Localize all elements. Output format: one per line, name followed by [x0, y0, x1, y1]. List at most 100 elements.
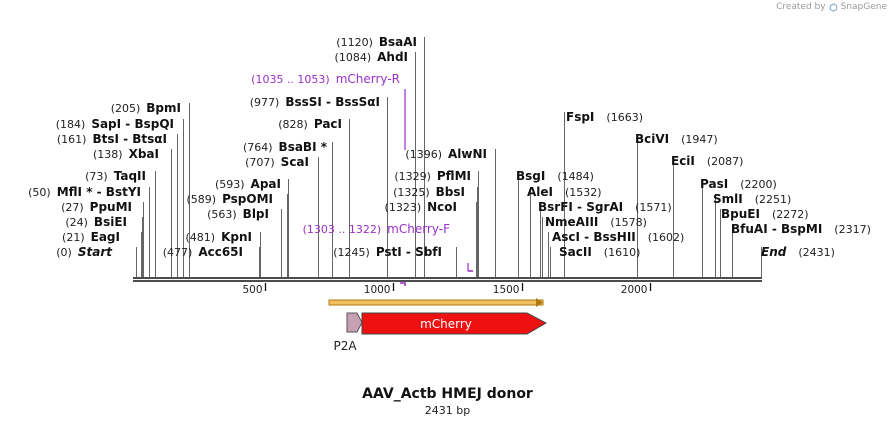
- enzyme-label-pasi[interactable]: PasI(2200): [700, 177, 777, 191]
- enzyme-name: MflI * - BstYI: [57, 185, 141, 199]
- enzyme-label-acc65i[interactable]: (477) Acc65I: [163, 245, 243, 259]
- enzyme-label-pflmi[interactable]: (1329)PflMI: [394, 169, 471, 183]
- enzyme-label-eagi[interactable]: (21)EagI: [62, 230, 120, 244]
- enzyme-position: (27): [61, 201, 84, 214]
- enzyme-name: SacII: [559, 245, 592, 259]
- enzyme-label-sacii[interactable]: SacII (1610): [559, 245, 640, 259]
- primer-label-mcherry-r[interactable]: (1035 .. 1053) mCherry-R: [251, 72, 400, 86]
- enzyme-label-btsi-bts-i[interactable]: (161)BtsI - BtsαI: [57, 132, 167, 146]
- enzyme-label-xbai[interactable]: (138)XbaI: [93, 147, 159, 161]
- enzyme-name: BsaAI: [379, 35, 417, 49]
- enzyme-position: (1532): [565, 186, 602, 199]
- enzyme-position: (1323): [385, 201, 422, 214]
- enzyme-position: (477): [163, 246, 193, 259]
- enzyme-name: PacI: [314, 117, 342, 131]
- enzyme-name: NcoI: [427, 200, 457, 214]
- map-title: AAV_Actb HMEJ donor: [362, 386, 533, 402]
- enzyme-label-bsssi-bsss-i[interactable]: (977)BssSI - BssSαI: [250, 95, 380, 109]
- enzyme-name: AleI: [527, 185, 553, 199]
- enzyme-label-ecii[interactable]: EciI(2087): [671, 154, 743, 168]
- enzyme-position: (1947): [681, 133, 718, 146]
- watermark-brand: SnapGene: [840, 2, 887, 12]
- enzyme-name: BsrFI - SgrAI: [538, 200, 623, 214]
- enzyme-label-taqii[interactable]: (73)TaqII: [85, 169, 146, 183]
- enzyme-position: (161): [57, 133, 87, 146]
- enzyme-name: SapI - BspQI: [91, 117, 174, 131]
- primer-range: (1035 .. 1053): [251, 73, 330, 86]
- enzyme-label-smli[interactable]: SmlI(2251): [713, 192, 791, 206]
- enzyme-label-paci[interactable]: (828) PacI: [278, 117, 342, 131]
- enzyme-position: (1610): [604, 246, 641, 259]
- enzyme-name: Acc65I: [198, 245, 243, 259]
- enzyme-label-end[interactable]: End (2431): [761, 245, 835, 259]
- enzyme-label-ppumi[interactable]: (27)PpuMI: [61, 200, 132, 214]
- enzyme-name: PstI - SbfI: [376, 245, 442, 259]
- enzyme-labels: (0) Start(21)EagI(24)BsiEI(27)PpuMI (50) Mf…: [28, 35, 871, 259]
- enzyme-label-alei[interactable]: AleI (1532): [527, 185, 602, 199]
- ruler-tick-label: 2000: [621, 284, 648, 296]
- enzyme-position: (24): [65, 216, 88, 229]
- enzyme-position: (828): [278, 118, 308, 131]
- primer-name: mCherry-F: [387, 222, 450, 236]
- enzyme-label-bsaai[interactable]: (1120) BsaAI: [336, 35, 417, 49]
- enzyme-name: End: [761, 245, 787, 259]
- enzyme-label-bfuai-bspmi[interactable]: BfuAI - BspMI(2317): [731, 222, 871, 236]
- enzyme-position: (0): [56, 246, 72, 259]
- enzyme-position: (21): [62, 231, 85, 244]
- enzyme-position: (481): [186, 231, 216, 244]
- selection-bar[interactable]: [328, 299, 544, 306]
- enzyme-name: FspI: [566, 110, 594, 124]
- enzyme-label-kpni[interactable]: (481) KpnI: [186, 230, 253, 244]
- enzyme-position: (50): [28, 186, 51, 199]
- enzyme-name: BsgI: [516, 169, 545, 183]
- enzyme-position: (563): [207, 208, 237, 221]
- enzyme-label-bbsi[interactable]: (1325) BbsI: [393, 185, 465, 199]
- enzyme-label-ncoi[interactable]: (1323) NcoI: [385, 200, 457, 214]
- enzyme-label-blpi[interactable]: (563) BlpI: [207, 207, 269, 221]
- enzyme-label-bsrfi-sgrai[interactable]: BsrFI - SgrAI (1571): [538, 200, 672, 214]
- enzyme-label-nmeaiii[interactable]: NmeAIII(1578): [545, 215, 647, 229]
- enzyme-position: (2200): [740, 178, 777, 191]
- enzyme-name: KpnI: [221, 230, 252, 244]
- enzyme-label-ahdi[interactable]: (1084)AhdI: [335, 50, 408, 64]
- enzyme-position: (2317): [834, 223, 871, 236]
- enzyme-label-bpuei[interactable]: BpuEI(2272): [721, 207, 809, 221]
- primer-site-mcherry-r: [400, 282, 406, 286]
- enzyme-position: (2251): [755, 193, 792, 206]
- enzyme-label-bsgi[interactable]: BsgI(1484): [516, 169, 594, 183]
- ruler-tick-label: 1000: [364, 284, 391, 296]
- enzyme-label-bsabi[interactable]: (764)BsaBI *: [243, 140, 328, 154]
- enzyme-label-mfli-bstyi[interactable]: (50) MflI * - BstYI: [28, 185, 141, 199]
- ruler-tick-label: 500: [242, 284, 262, 296]
- enzyme-label-start[interactable]: (0) Start: [56, 245, 113, 259]
- enzyme-position: (2431): [798, 246, 835, 259]
- enzyme-position: (1571): [635, 201, 672, 214]
- enzyme-name: BlpI: [243, 207, 269, 221]
- enzyme-label-asci-bsshii[interactable]: AscI - BssHII(1602): [552, 230, 684, 244]
- enzyme-name: Start: [78, 245, 113, 259]
- enzyme-label-fspi[interactable]: FspI(1663): [566, 110, 643, 124]
- enzyme-label-bsiei[interactable]: (24)BsiEI: [65, 215, 127, 229]
- enzyme-label-alwni[interactable]: (1396)AlwNI: [405, 147, 487, 161]
- enzyme-position: (1602): [648, 231, 685, 244]
- enzyme-label-pspomi[interactable]: (589)PspOMI: [186, 192, 273, 206]
- primer-name: mCherry-R: [336, 72, 400, 86]
- enzyme-name: ScaI: [281, 155, 309, 169]
- enzyme-position: (1120): [336, 36, 373, 49]
- enzyme-label-bpmi[interactable]: (205)BpmI: [111, 101, 181, 115]
- enzyme-label-apai[interactable]: (593)ApaI: [215, 177, 281, 191]
- feature-p2a-arrow[interactable]: [346, 312, 363, 333]
- enzyme-position: (205): [111, 102, 141, 115]
- enzyme-position: (764): [243, 141, 273, 154]
- enzyme-label-psti-sbfi[interactable]: (1245)PstI - SbfI: [333, 245, 442, 259]
- enzyme-position: (1084): [335, 51, 372, 64]
- enzyme-name: BbsI: [436, 185, 465, 199]
- feature-mcherry-arrow[interactable]: [361, 312, 548, 335]
- enzyme-label-scai[interactable]: (707)ScaI: [245, 155, 309, 169]
- enzyme-label-bcivi[interactable]: BciVI(1947): [635, 132, 718, 146]
- enzyme-position: (1325): [393, 186, 430, 199]
- enzyme-position: (593): [215, 178, 245, 191]
- primer-label-mcherry-f[interactable]: (1303 .. 1322)mCherry-F: [303, 222, 450, 236]
- enzyme-label-sapi-bspqi[interactable]: (184)SapI - BspQI: [56, 117, 174, 131]
